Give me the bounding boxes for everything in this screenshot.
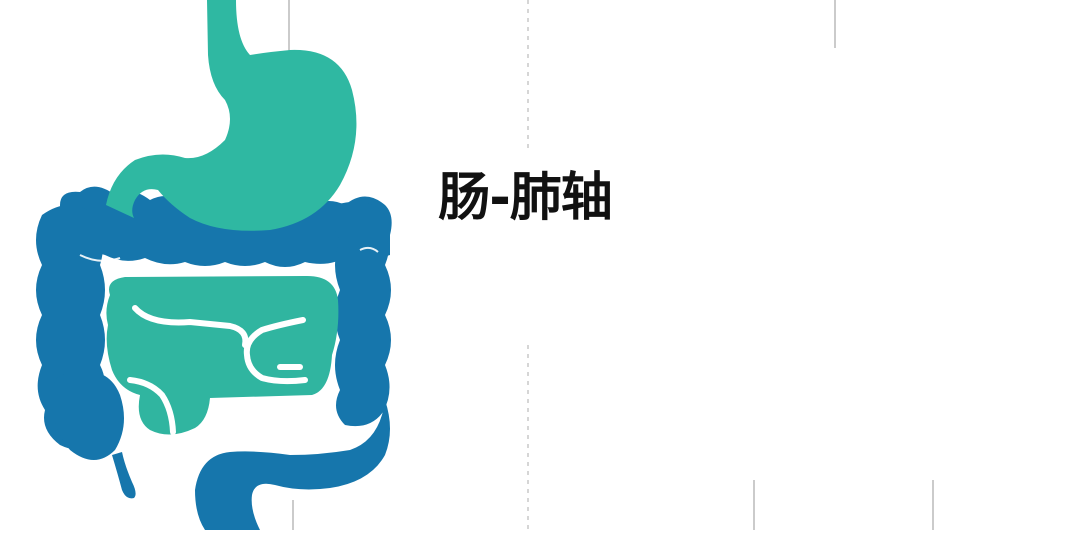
colon-haustra xyxy=(79,246,379,262)
guide-lines xyxy=(288,0,934,530)
gut-illustration xyxy=(36,0,392,530)
small-intestine xyxy=(106,275,339,435)
stomach xyxy=(106,0,357,231)
gut-lung-axis-title: 肠-肺轴 xyxy=(438,168,613,228)
